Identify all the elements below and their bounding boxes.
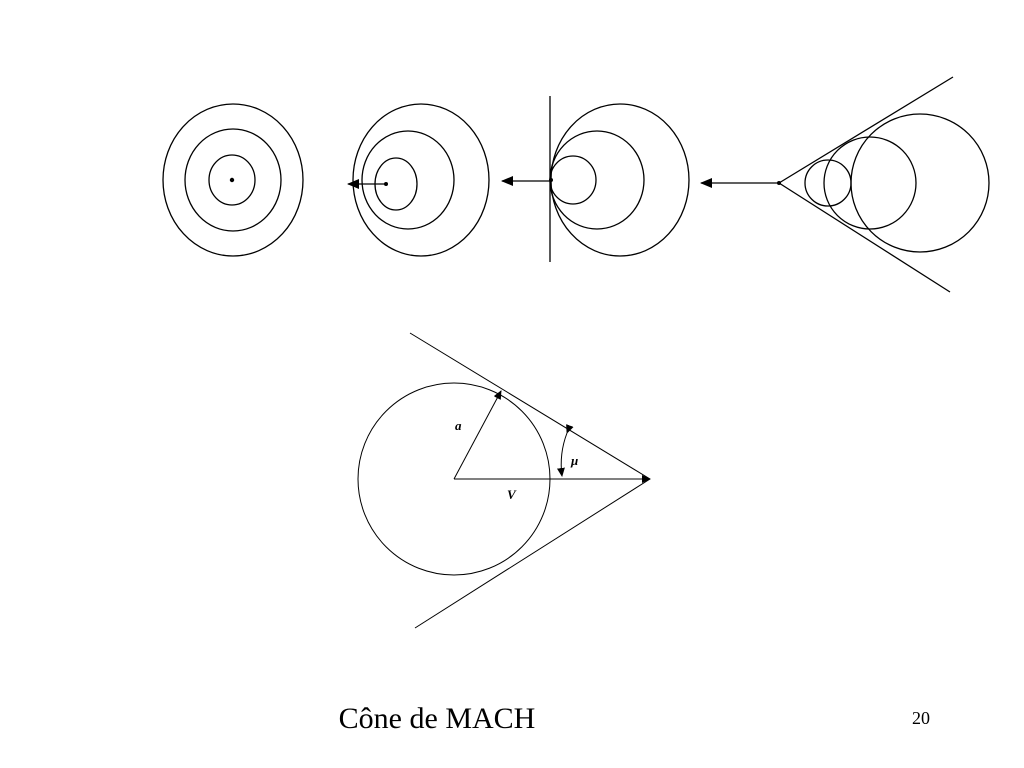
source-point	[229, 177, 235, 183]
mach-cone-line	[409, 332, 651, 480]
mach-angle-label: μ	[570, 453, 578, 468]
mach-angle-construction	[357, 332, 651, 629]
supersonic-source-panel	[777, 76, 990, 293]
sound-speed-label: a	[455, 418, 462, 433]
mach-cone-line	[778, 182, 951, 293]
mach-cone-line	[414, 478, 651, 629]
slide-title: Cône de MACH	[338, 702, 536, 735]
wave-front	[184, 128, 282, 232]
wave-front	[361, 130, 455, 230]
wave-front	[352, 103, 490, 257]
source-point	[777, 181, 781, 185]
stationary-source-panel	[162, 103, 304, 257]
source-point	[549, 178, 553, 182]
wave-front	[823, 136, 917, 230]
wave-front	[804, 159, 852, 207]
wave-front	[549, 130, 645, 230]
sound-speed-vector	[453, 390, 502, 480]
mach-cone-line	[778, 76, 954, 184]
subsonic-source-panel	[347, 103, 490, 257]
wave-front	[850, 113, 990, 253]
page-number: 20	[912, 708, 930, 728]
sonic-source-panel	[549, 96, 690, 262]
velocity-label: V	[507, 487, 517, 502]
wave-front	[550, 103, 690, 257]
mach-angle-arc	[556, 424, 574, 477]
wave-front	[549, 155, 597, 205]
wave-front	[162, 103, 304, 257]
wave-front	[208, 154, 256, 206]
